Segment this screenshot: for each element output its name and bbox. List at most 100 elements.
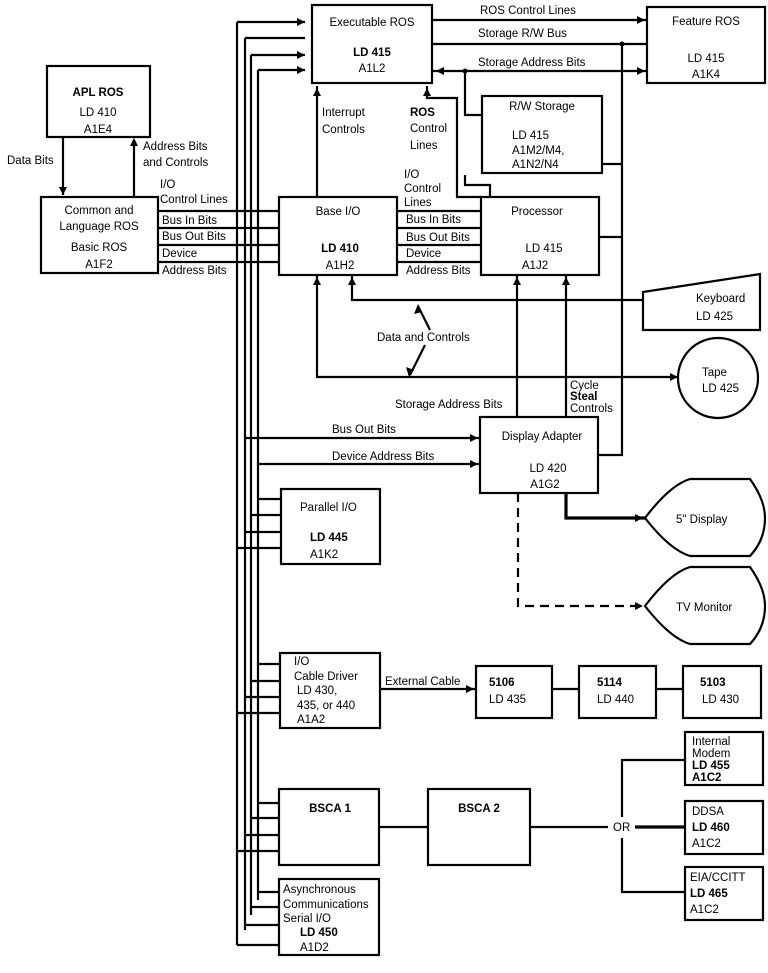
common-ros-line3: Basic ROS: [71, 242, 128, 254]
display-adapter-block: Display Adapter LD 420 A1G2: [478, 415, 600, 495]
left-bus: [235, 20, 305, 945]
parallel-io-block: Parallel I/O LD 445 A1K2: [279, 487, 382, 566]
keyboard-block: Keyboard LD 425: [641, 272, 762, 332]
common-ros-line1: Common and: [64, 205, 133, 217]
bsca1-block: BSCA 1: [277, 787, 381, 867]
unit-5106-block: 5106 LD 435: [474, 664, 554, 720]
label-and-controls: and Controls: [143, 157, 208, 169]
eia-ld: LD 465: [690, 888, 728, 900]
label-data-and-controls: Data and Controls: [377, 332, 470, 344]
cable-driver-line4: 435, or 440: [297, 700, 355, 712]
label-device-left: Device: [162, 248, 197, 260]
eia-title: EIA/CCITT: [690, 872, 746, 884]
ddsa-loc: A1C2: [692, 838, 721, 850]
processor-loc: A1J2: [522, 260, 548, 272]
label-storage-rw-bus: Storage R/W Bus: [478, 28, 567, 40]
unit-5103-title: 5103: [700, 677, 726, 689]
parallel-io-loc: A1K2: [310, 549, 338, 561]
processor-block: Processor LD 415 A1J2: [479, 195, 601, 277]
modem-line2: Modem: [692, 748, 730, 760]
tape-block: Tape LD 425: [676, 336, 760, 420]
unit-5106-title: 5106: [489, 677, 515, 689]
cable-driver-loc: A1A2: [297, 714, 325, 726]
label-storage-address-bits-top: Storage Address Bits: [478, 57, 586, 69]
parallel-io-title: Parallel I/O: [300, 502, 357, 514]
modem-loc: A1C2: [692, 772, 721, 784]
cable-driver-line3: LD 430,: [297, 685, 337, 697]
ddsa-block: DDSA LD 460 A1C2: [683, 799, 765, 856]
label-interrupt: Interrupt: [322, 107, 366, 119]
unit-5103-block: 5103 LD 430: [681, 664, 763, 720]
label-steal: Steal: [570, 391, 598, 403]
display-5in-block: 5" Display: [643, 477, 767, 558]
cable-driver-line1: I/O: [294, 656, 309, 668]
label-bus-out-bits-left: Bus Out Bits: [162, 231, 226, 243]
tape-title: Tape: [702, 367, 727, 379]
label-data-bits: Data Bits: [7, 155, 54, 167]
label-io-left: I/O: [160, 179, 175, 191]
bsca2-title: BSCA 2: [458, 803, 500, 815]
parallel-io-ld: LD 445: [310, 532, 348, 544]
ddsa-ld: LD 460: [692, 822, 730, 834]
async-block: Asynchronous Communications Serial I/O L…: [277, 877, 381, 957]
apl-ros-title: APL ROS: [73, 87, 124, 99]
async-line2: Communications: [283, 899, 369, 911]
rw-storage-loc2: A1N2/N4: [512, 159, 559, 171]
label-bus-in-bits-left: Bus In Bits: [162, 215, 217, 227]
unit-5106-ld: LD 435: [489, 694, 526, 706]
feature-ros-block: Feature ROS LD 415 A1K4: [645, 5, 767, 85]
display-adapter-ld: LD 420: [529, 463, 566, 475]
apl-ros-block: APL ROS LD 410 A1E4: [45, 64, 152, 139]
label-ros-control: Control: [410, 123, 447, 135]
label-device-mid: Device: [406, 248, 441, 260]
label-bus-in-bits-mid: Bus In Bits: [406, 214, 461, 226]
bsca1-title: BSCA 1: [309, 803, 351, 815]
feature-ros-loc: A1K4: [692, 69, 721, 81]
rw-storage-ld: LD 415: [512, 130, 549, 142]
arrowheads: [59, 16, 678, 693]
label-bus-out-bits-display: Bus Out Bits: [332, 424, 396, 436]
processor-title: Processor: [511, 206, 563, 218]
keyboard-ld: LD 425: [696, 311, 733, 323]
label-address-bits-mid: Address Bits: [406, 265, 471, 277]
tape-ld: LD 425: [702, 383, 739, 395]
modem-ld: LD 455: [692, 760, 730, 772]
processor-ld: LD 415: [525, 243, 562, 255]
label-interrupt-controls: Controls: [322, 124, 365, 136]
label-bus-out-bits-mid: Bus Out Bits: [406, 232, 470, 244]
eia-ccitt-block: EIA/CCITT LD 465 A1C2: [683, 865, 765, 922]
base-io-block: Base I/O LD 410 A1H2: [277, 195, 399, 277]
cable-driver-block: I/O Cable Driver LD 430, 435, or 440 A1A…: [278, 651, 382, 730]
label-ros-control-lines: ROS Control Lines: [480, 5, 576, 17]
unit-5114-block: 5114 LD 440: [577, 664, 658, 720]
unit-5103-ld: LD 430: [702, 694, 739, 706]
label-steal-controls: Controls: [570, 403, 613, 415]
rw-storage-title: R/W Storage: [509, 101, 575, 113]
cable-driver-line2: Cable Driver: [294, 671, 358, 683]
label-lines-mid: Lines: [404, 197, 432, 209]
apl-ros-loc: A1E4: [84, 124, 113, 136]
line-labels: Data Bits Address Bits and Controls I/O …: [7, 5, 630, 834]
async-line3: Serial I/O: [283, 913, 331, 925]
exec-ros-title: Executable ROS: [329, 17, 414, 29]
apl-ros-ld: LD 410: [79, 107, 116, 119]
label-external-cable: External Cable: [385, 676, 460, 688]
base-io-ld: LD 410: [321, 243, 359, 255]
async-line1: Asynchronous: [283, 884, 356, 896]
tv-monitor-title: TV Monitor: [676, 602, 732, 614]
label-cycle: Cycle: [570, 380, 599, 392]
label-address-bits-controls: Address Bits: [143, 141, 208, 153]
label-control-lines-left: Control Lines: [160, 194, 228, 206]
internal-modem-block: Internal Modem LD 455 A1C2: [683, 730, 765, 787]
ddsa-title: DDSA: [692, 806, 724, 818]
label-or: OR: [613, 822, 630, 834]
label-address-bits-left: Address Bits: [162, 265, 227, 277]
label-control-mid: Control: [404, 183, 441, 195]
feature-ros-title: Feature ROS: [672, 16, 740, 28]
tv-monitor-block: TV Monitor: [643, 565, 767, 646]
label-storage-address-bits-lower: Storage Address Bits: [395, 399, 503, 411]
unit-5114-ld: LD 440: [597, 694, 634, 706]
eia-loc: A1C2: [690, 904, 719, 916]
executable-ros-block: Executable ROS LD 415 A1L2: [310, 3, 434, 85]
common-ros-line2: Language ROS: [59, 221, 139, 233]
